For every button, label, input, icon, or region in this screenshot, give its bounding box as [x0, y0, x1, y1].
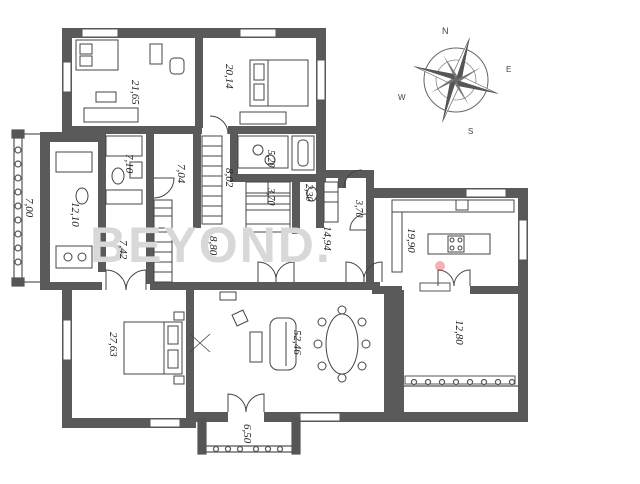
room-label-3-70-a: 3,70	[265, 187, 276, 206]
compass-rose: N E S W	[398, 26, 511, 136]
room-label-7-10: 7,10	[123, 154, 135, 174]
compass-south: S	[468, 127, 473, 136]
room-label-19-90: 19,90	[405, 228, 417, 253]
room-label-3-70-b: 3,70	[353, 199, 364, 218]
room-labels: 21,65 20,14 7,10 7,04 8,02 5,20 3,70 2,3…	[23, 64, 465, 444]
room-label-7-00: 7,00	[23, 198, 35, 218]
windows	[62, 28, 528, 428]
watermark: BEYOND.	[90, 217, 445, 273]
wardrobes	[153, 135, 339, 283]
room-label-21-65: 21,65	[129, 80, 141, 105]
left-balcony	[11, 129, 40, 287]
room-label-27-63: 27,63	[107, 332, 119, 357]
room-label-2-30: 2,30	[303, 184, 314, 202]
doors	[105, 115, 471, 413]
compass-west: W	[398, 93, 406, 102]
room-label-20-14: 20,14	[223, 64, 235, 89]
bottom-balcony	[197, 417, 301, 455]
watermark-text: BEYOND.	[90, 217, 332, 273]
room-label-7-42: 7,42	[117, 240, 129, 260]
bathroom-fixtures	[55, 57, 318, 269]
room-label-12-10: 12,10	[69, 202, 81, 227]
furniture	[75, 39, 515, 385]
room-label-8-02: 8,02	[223, 168, 235, 188]
room-label-12-80: 12,80	[453, 320, 465, 345]
watermark-dot	[435, 261, 445, 271]
room-label-7-04: 7,04	[175, 164, 187, 184]
compass-north: N	[442, 26, 449, 36]
room-label-52-46: 52,46	[291, 330, 303, 355]
room-label-5-20: 5,20	[265, 150, 276, 168]
right-balcony	[404, 378, 518, 387]
room-label-6-50: 6,50	[241, 424, 253, 444]
compass-east: E	[506, 65, 511, 74]
stairs	[245, 181, 291, 233]
room-label-8-80: 8,80	[207, 236, 219, 256]
room-label-14-94: 14,94	[321, 226, 333, 251]
